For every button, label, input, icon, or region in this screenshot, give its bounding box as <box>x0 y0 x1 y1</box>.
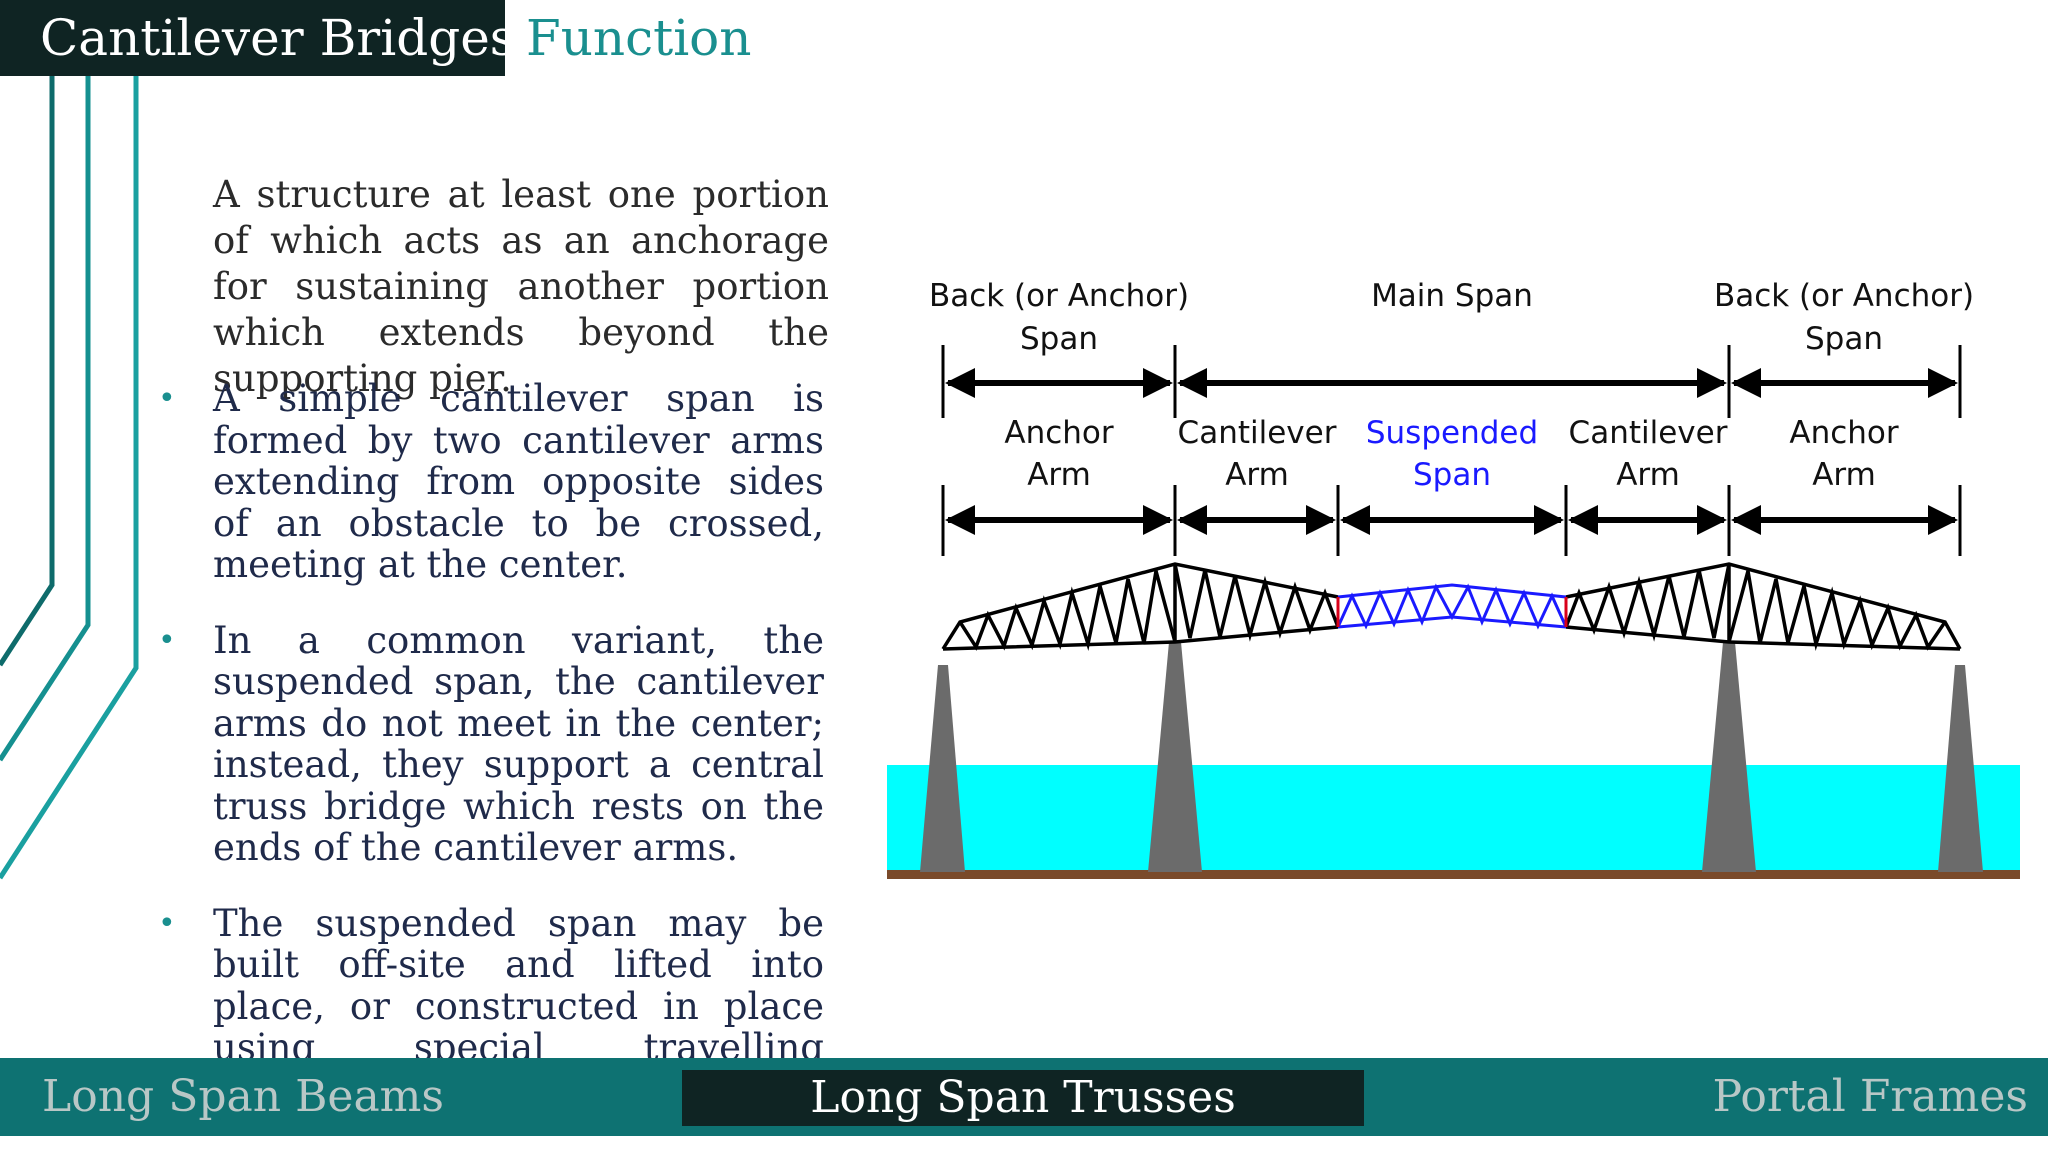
intro-paragraph: A structure at least one portion of whic… <box>213 173 829 400</box>
label-back-span-right-1: Back (or Anchor) <box>1714 278 1974 314</box>
list-item: • A simple cantilever span is formed by t… <box>158 378 824 586</box>
ground <box>887 870 2020 879</box>
label-cantilever-left-1: Cantilever <box>1178 415 1337 451</box>
label-anchor-left-1: Anchor <box>1004 415 1114 451</box>
nav-long-span-beams[interactable]: Long Span Beams <box>42 1071 444 1122</box>
list-item: • In a common variant, the suspended span… <box>158 618 824 869</box>
label-anchor-left-2: Arm <box>1027 457 1091 493</box>
bullet-text: A simple cantilever span is formed by tw… <box>213 377 824 586</box>
label-suspended-1: Suspended <box>1366 415 1538 451</box>
label-anchor-right-2: Arm <box>1812 457 1876 493</box>
footer-nav: Long Span Beams Long Span Trusses Portal… <box>0 1058 2048 1136</box>
label-cantilever-right-1: Cantilever <box>1569 415 1728 451</box>
nav-long-span-trusses[interactable]: Long Span Trusses <box>682 1070 1364 1126</box>
decorative-lines <box>0 76 139 880</box>
bullet-icon: • <box>158 381 176 416</box>
label-cantilever-left-2: Arm <box>1225 457 1289 493</box>
label-back-span-left-2: Span <box>1020 321 1098 357</box>
label-back-span-right-2: Span <box>1805 321 1883 357</box>
slide-title: Cantilever Bridges <box>0 0 515 76</box>
bullet-list: • A simple cantilever span is formed by t… <box>158 378 824 1144</box>
bullet-text: In a common variant, the suspended span,… <box>213 618 824 869</box>
bullet-icon: • <box>158 622 176 658</box>
label-main-span: Main Span <box>1371 278 1533 314</box>
cantilever-bridge-diagram: Back (or Anchor) Span Main Span Back (or… <box>887 278 2020 879</box>
slide-subtitle: Function <box>526 9 752 67</box>
water <box>887 765 2020 875</box>
label-back-span-left-1: Back (or Anchor) <box>929 278 1189 314</box>
piers <box>920 642 1983 872</box>
nav-portal-frames[interactable]: Portal Frames <box>1712 1071 2028 1122</box>
label-cantilever-right-2: Arm <box>1616 457 1680 493</box>
label-suspended-2: Span <box>1413 457 1491 493</box>
bullet-icon: • <box>158 905 176 941</box>
label-anchor-right-1: Anchor <box>1789 415 1899 451</box>
